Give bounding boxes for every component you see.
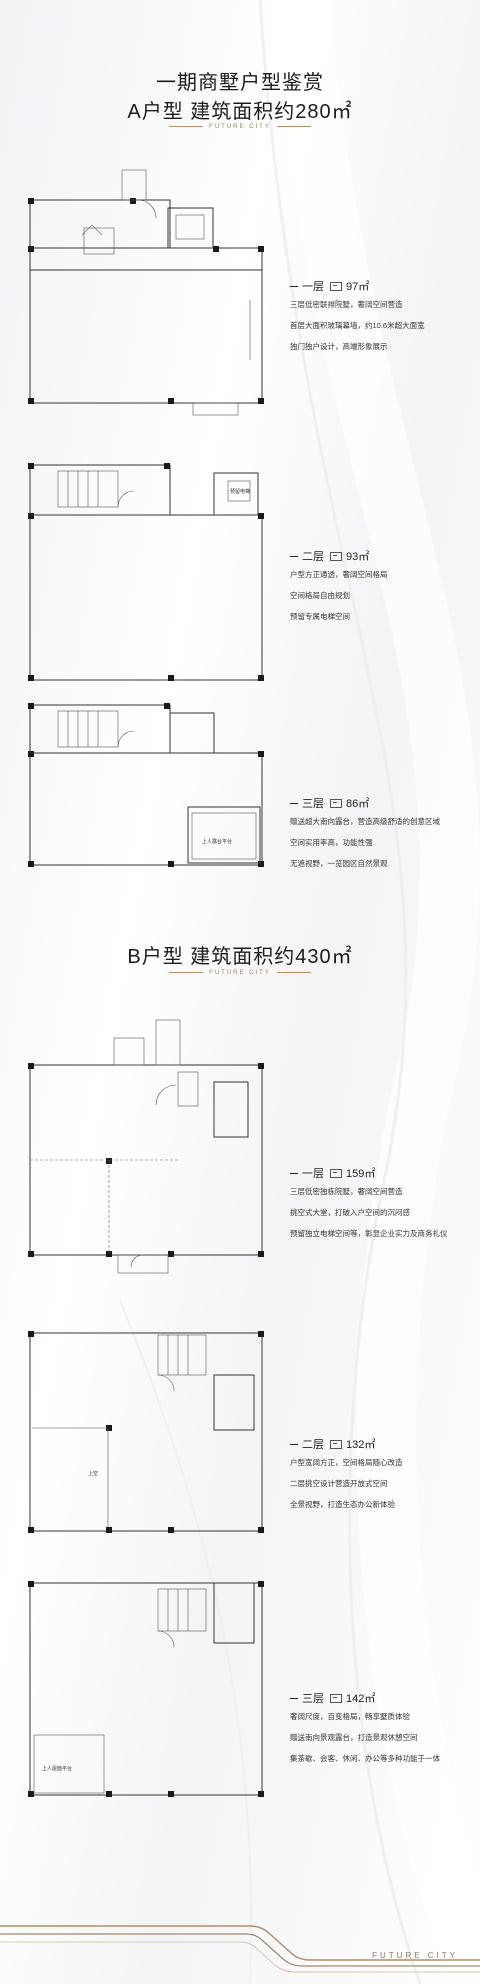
floor-desc: 集茶歇、会客、休闲、办公等多种功能于一体 <box>290 1754 440 1763</box>
area-icon <box>330 281 342 291</box>
floor-desc: 空间格局自由规划 <box>290 591 350 600</box>
area-icon <box>330 1693 342 1703</box>
area-icon <box>330 798 342 808</box>
area-icon <box>330 1439 342 1449</box>
plan-label: 上人屋面平台 <box>42 1765 72 1772</box>
brand-small-a: FUTURE CITY <box>0 124 480 130</box>
floor-plan-a3: 上人露台平台 <box>28 703 264 867</box>
type-b-title: B户型 建筑面积约430㎡ <box>127 946 353 968</box>
floor-desc: 首层大面积玻璃幕墙，约10.6米超大面宽 <box>290 321 425 330</box>
floor-desc: 三层低密独栋院墅，奢阔空间营造 <box>290 1187 403 1196</box>
brand-small-b: FUTURE CITY <box>0 970 480 976</box>
floor-plan-b1 <box>28 1019 264 1274</box>
floor-plan-b3: 上人屋面平台 <box>28 1581 264 1797</box>
area-icon <box>330 1168 342 1178</box>
floor-desc: 挑空式大堂，打破入户空间的沉闷感 <box>290 1208 410 1217</box>
floor-desc: 户型宽阔方正，空间格局随心改造 <box>290 1458 403 1467</box>
area-icon <box>330 551 342 561</box>
floor-plan-a2: 预留电梯 <box>28 463 264 681</box>
plan-label: 上人露台平台 <box>202 838 232 845</box>
floor-plan-a1 <box>28 169 264 416</box>
floor-desc: 赠送超大南向露台，营造高级舒适的创意区域 <box>290 817 440 826</box>
floor-desc: 空间实用率高，功能性强 <box>290 838 373 847</box>
floor-desc: 全景视野，打造生态办公新体验 <box>290 1500 395 1509</box>
page-title: 一期商墅户型鉴赏 <box>156 72 324 94</box>
floor-desc: 赠送南向景观露台，打造景观休憩空间 <box>290 1733 418 1742</box>
plan-label: 预留电梯 <box>230 488 250 495</box>
floor-desc: 预留独立电梯空间等，彰显企业实力及商务礼仪 <box>290 1229 448 1238</box>
floor-desc: 三层低密联排院墅，奢阔空间营造 <box>290 300 403 309</box>
floor-desc: 独门独户设计，高端形象展示 <box>290 342 388 351</box>
plan-label: 上空 <box>88 1470 98 1477</box>
floor-desc: 无遮视野，一览园区自然景观 <box>290 859 388 868</box>
floor-desc: 户型方正通透，奢阔空间格局 <box>290 570 388 579</box>
type-a-title: A户型 建筑面积约280㎡ <box>127 101 353 123</box>
floor-desc: 奢阔尺度，百变格局，畅享墅质体验 <box>290 1712 410 1721</box>
footer-decoration <box>0 1925 480 1973</box>
footer-brand: FUTURE CITY <box>372 1951 458 1960</box>
floor-plan-b2: 上空 <box>28 1331 264 1533</box>
floor-desc: 二层挑空设计营造开放式空间 <box>290 1479 388 1488</box>
floor-desc: 预留专属电梯空间 <box>290 612 350 621</box>
